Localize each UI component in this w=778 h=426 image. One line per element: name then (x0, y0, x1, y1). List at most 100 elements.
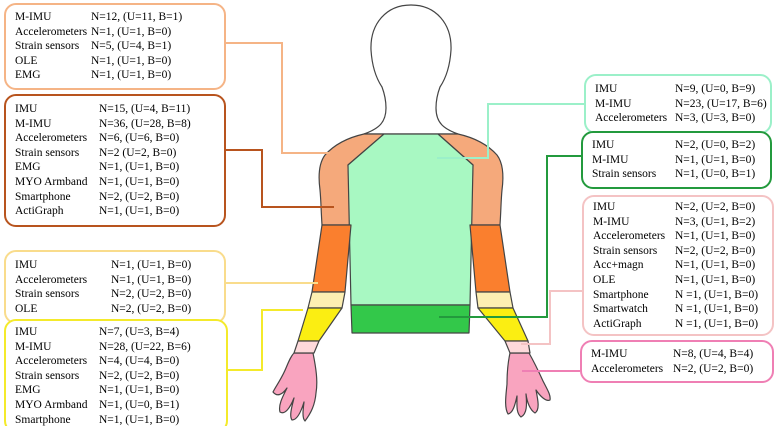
sensor-row: EMG N=1, (U=1, B=0) (15, 160, 220, 175)
study-count: N=1, (U=1, B=0) (111, 273, 192, 286)
right-forearm (477, 307, 529, 342)
study-count: N=2 (U=2, B=0) (99, 146, 177, 159)
study-count: N=2, (U=2, B=0) (99, 369, 180, 382)
sensor-name: IMU (15, 326, 38, 338)
study-count: N=4, (U=4, B=0) (99, 355, 180, 368)
sensor-name: EMG (15, 161, 41, 174)
study-count: N=6, (U=6, B=0) (99, 132, 180, 145)
study-count: N=3, (U=3, B=0) (675, 112, 756, 125)
study-count: N=2, (U=2, B=0) (675, 244, 756, 257)
sensor-name: Strain sensors (592, 168, 657, 181)
waist-leader (439, 155, 581, 318)
sensor-name: Smartphone (15, 413, 71, 426)
wrist-leader (521, 290, 582, 345)
sensor-name: M-IMU (592, 153, 629, 166)
sensor-row: Strain sensors N=2, (U=2, B=0) (593, 244, 768, 259)
sensor-name: Accelerometers (595, 112, 668, 125)
study-count: N=5, (U=4, B=1) (91, 40, 172, 53)
study-count: N=2, (U=2, B=0) (111, 288, 192, 301)
sensor-name: Accelerometers (15, 25, 88, 38)
sensor-name: Accelerometers (15, 132, 88, 145)
study-count: N=15, (U=4, B=11) (99, 103, 191, 115)
sensor-name: Strain sensors (593, 244, 658, 257)
study-count: N=1, (U=1, B=0) (675, 153, 756, 166)
sensor-row: Accelerometers N=1, (U=1, B=0) (15, 273, 220, 288)
study-count: N=1, (U=1, B=0) (91, 69, 172, 82)
study-count: N=28, (U=22, B=6) (99, 340, 191, 353)
sensor-name: Accelerometers (15, 273, 88, 286)
study-count: N=2, (U=2, B=0) (675, 201, 756, 213)
study-count: N=1, (U=1, B=0) (111, 259, 192, 271)
left-elbow (307, 291, 346, 309)
sensor-row: Accelerometers N=3, (U=3, B=0) (595, 111, 766, 126)
sensor-row: M-IMU N=36, (U=28, B=8) (15, 117, 220, 132)
right-elbow (475, 291, 514, 309)
study-count: N=1, (U=1, B=0) (99, 175, 180, 188)
sensor-name: Strain sensors (15, 288, 80, 301)
sensor-row: IMU N=7, (U=3, B=4) (15, 325, 222, 340)
sensor-name: M-IMU (15, 117, 52, 130)
torso-leader (437, 103, 584, 159)
sensor-row: M-IMU N=1, (U=1, B=0) (592, 153, 766, 168)
waist (350, 304, 471, 334)
study-count: N=1, (U=1, B=0) (91, 54, 172, 67)
sensor-name: MYO Armband (15, 398, 88, 411)
right-shoulder (437, 133, 504, 226)
body-outline (272, 4, 551, 422)
head (363, 4, 459, 135)
sensor-name: IMU (15, 103, 38, 115)
sensor-row: Accelerometers N=6, (U=6, B=0) (15, 131, 220, 146)
study-count: N=7, (U=3, B=4) (99, 326, 180, 338)
sensor-name: Strain sensors (15, 369, 80, 382)
sensor-name: Accelerometers (15, 355, 88, 368)
study-count: N=1, (U=1, B=0) (99, 384, 180, 397)
left-forearm (297, 307, 343, 342)
study-count: N =1, (U=1, B=0) (675, 288, 759, 301)
sensor-row: EMG N=1, (U=1, B=0) (15, 68, 220, 83)
sensor-name: OLE (15, 302, 38, 315)
sensor-name: Smartwatch (593, 303, 648, 316)
study-count: N=36, (U=28, B=8) (99, 117, 191, 130)
sensor-name: EMG (15, 69, 41, 82)
study-count: N=1, (U=1, B=0) (99, 205, 180, 218)
sensor-name: IMU (592, 139, 615, 151)
study-count: N=1, (U=1, B=0) (675, 230, 756, 243)
sensor-name: IMU (595, 83, 618, 95)
left-wrist (293, 340, 320, 354)
study-count: N=1, (U=1, B=0) (99, 161, 180, 174)
sensor-row: M-IMU N=12, (U=11, B=1) (15, 10, 220, 25)
study-count: N=2, (U=2, B=0) (673, 362, 754, 375)
study-count: N =1, (U=1, B=0) (675, 317, 759, 330)
right-wrist (504, 340, 531, 354)
sensor-name: M-IMU (15, 11, 52, 23)
sensor-name: Accelerometers (591, 362, 664, 375)
study-count: N=12, (U=11, B=1) (91, 11, 183, 23)
sensor-name: Smartphone (15, 190, 71, 203)
upper-arm-sensor-box: IMU N=15, (U=4, B=11) M-IMU N=36, (U=28, B=… (4, 94, 226, 227)
sensor-row: Strain sensors N=2, (U=2, B=0) (15, 287, 220, 302)
study-count: N=23, (U=17, B=6) (675, 97, 767, 110)
study-count: N=1, (U=1, B=0) (675, 273, 756, 286)
study-count: N=8, (U=4, B=4) (673, 348, 754, 360)
